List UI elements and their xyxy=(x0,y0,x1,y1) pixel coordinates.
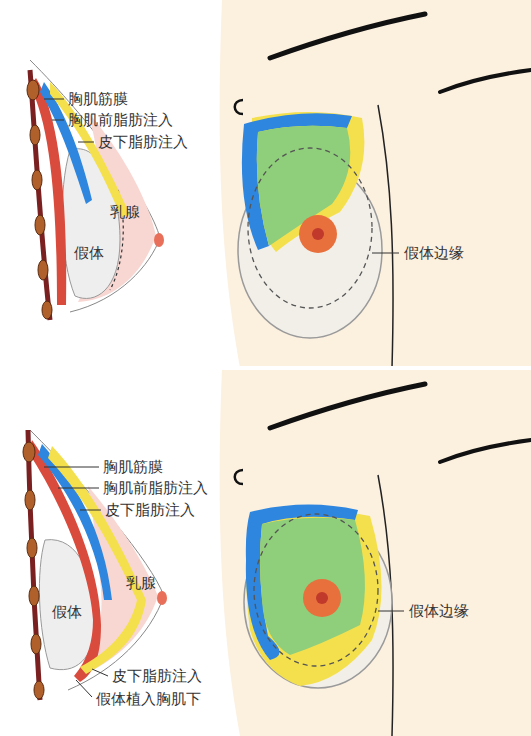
part-label: 胸肌筋膜 xyxy=(103,458,163,476)
front-view-top xyxy=(220,0,531,368)
side-view-top xyxy=(27,60,164,320)
part-label: 皮下脂肪注入 xyxy=(112,667,202,685)
part-label: 假体边缘 xyxy=(409,602,469,620)
part-label: 假体 xyxy=(52,603,82,621)
part-label: 乳腺 xyxy=(110,203,140,221)
part-label: 皮下脂肪注入 xyxy=(98,133,188,151)
side-view-bottom xyxy=(23,430,167,700)
part-label: 胸肌前脂肪注入 xyxy=(103,479,208,497)
part-label: 皮下脂肪注入 xyxy=(105,501,195,519)
part-label: 假体 xyxy=(74,244,104,262)
part-label: 胸肌筋膜 xyxy=(68,90,128,108)
part-label: 乳腺 xyxy=(126,574,156,592)
front-view-bottom xyxy=(220,368,531,736)
part-label: 假体植入胸肌下 xyxy=(96,690,201,708)
part-label: 假体边缘 xyxy=(404,244,464,262)
part-label: 胸肌前脂肪注入 xyxy=(68,111,173,129)
